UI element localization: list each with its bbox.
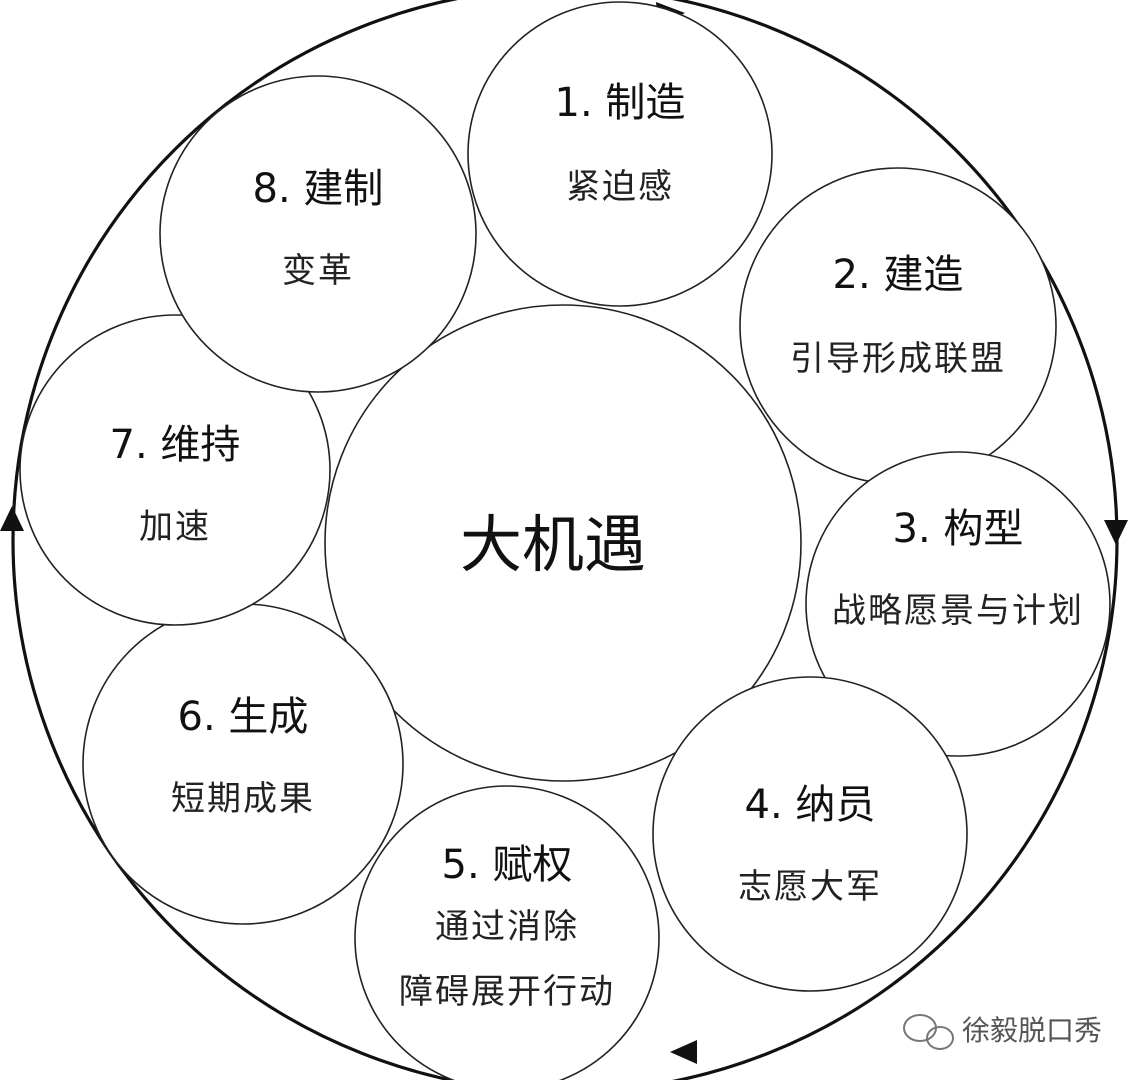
step-description: 变革: [282, 251, 354, 291]
step-circle: [354, 785, 660, 1080]
center-circle: [324, 304, 802, 782]
step-description: 障碍展开行动: [399, 972, 615, 1012]
step-description: 通过消除: [435, 907, 579, 947]
step-circle: [805, 451, 1111, 757]
step-title: 4. 纳员: [745, 782, 876, 828]
step-description: 引导形成联盟: [790, 339, 1006, 379]
step-title: 8. 建制: [253, 166, 384, 212]
step-description: 紧迫感: [566, 167, 674, 207]
step-description: 志愿大军: [738, 867, 882, 907]
cycle-arrow-bottom: [670, 1040, 697, 1064]
step-circle: [652, 676, 968, 992]
step-circle: [82, 603, 404, 925]
cycle-arrow-right: [1104, 520, 1128, 545]
step-title: 2. 建造: [833, 252, 964, 298]
step-title: 5. 赋权: [442, 842, 573, 888]
wechat-icon: [903, 1014, 954, 1050]
step-circle: [467, 1, 773, 307]
step-title: 1. 制造: [555, 80, 686, 126]
step-description: 战略愿景与计划: [832, 591, 1084, 631]
step-description: 短期成果: [171, 779, 315, 819]
step-circle: [739, 167, 1057, 485]
step-title: 6. 生成: [178, 694, 309, 740]
center-label: 大机遇: [460, 508, 646, 581]
watermark: 徐毅脱口秀: [903, 1014, 1102, 1050]
step-title: 3. 构型: [893, 506, 1024, 552]
cycle-arrow-left: [0, 506, 24, 531]
watermark-text: 徐毅脱口秀: [962, 1014, 1102, 1047]
step-title: 7. 维持: [110, 422, 241, 468]
step-circle: [19, 314, 331, 626]
step-description: 加速: [139, 507, 211, 547]
step-circle: [159, 75, 477, 393]
